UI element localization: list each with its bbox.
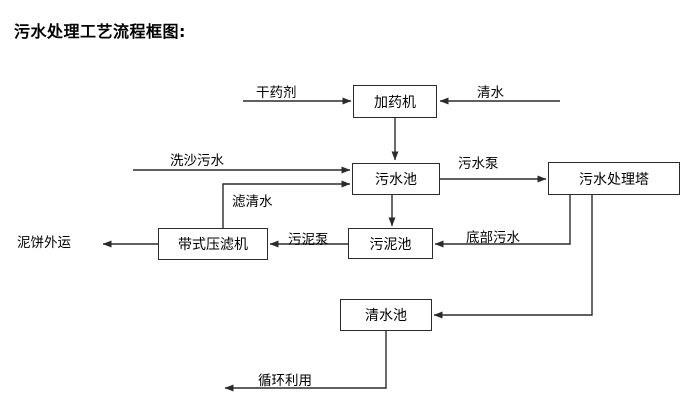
edge-label-dry-chemical: 干药剂 [256,85,297,101]
page-title: 污水处理工艺流程框图: [14,22,186,41]
edge-label-recycle-reuse: 循环利用 [258,373,312,389]
edge-label-sewage-pump: 污水泵 [458,156,499,172]
node-wastewater-pool[interactable]: 污水池 [352,163,440,195]
node-dosing-machine[interactable]: 加药机 [353,85,437,118]
edge-label-mud-cake-out: 泥饼外运 [17,235,71,251]
node-clear-water-pool[interactable]: 清水池 [340,299,432,331]
edge-label-clean-water-in: 清水 [477,85,504,101]
node-sludge-pool[interactable]: 污泥池 [348,228,433,259]
edge-label-bottom-sewage: 底部污水 [466,230,520,246]
edge-label-sludge-pump: 污泥泵 [288,232,329,248]
node-treatment-tower[interactable]: 污水处理塔 [548,162,680,195]
wire-tower-to-clear-water-pool [433,195,593,319]
node-wastewater-pool-label: 污水池 [375,172,417,188]
node-belt-filter-press[interactable]: 带式压滤机 [158,228,268,260]
node-sludge-pool-label: 污泥池 [369,236,412,253]
node-belt-filter-press-label: 带式压滤机 [178,237,248,253]
edge-label-sand-wash-sewage: 洗沙污水 [170,153,224,169]
node-dosing-machine-label: 加药机 [374,94,416,111]
wire-filtered-water-to-wastewater-pool [222,180,351,228]
node-treatment-tower-label: 污水处理塔 [579,171,649,188]
wire-clear-water-pool-to-recycle [224,331,387,392]
wire-bottom-sewage-to-sludge-pool [434,195,571,248]
edge-label-filtered-water: 滤清水 [232,194,273,210]
node-clear-water-pool-label: 清水池 [365,308,407,324]
